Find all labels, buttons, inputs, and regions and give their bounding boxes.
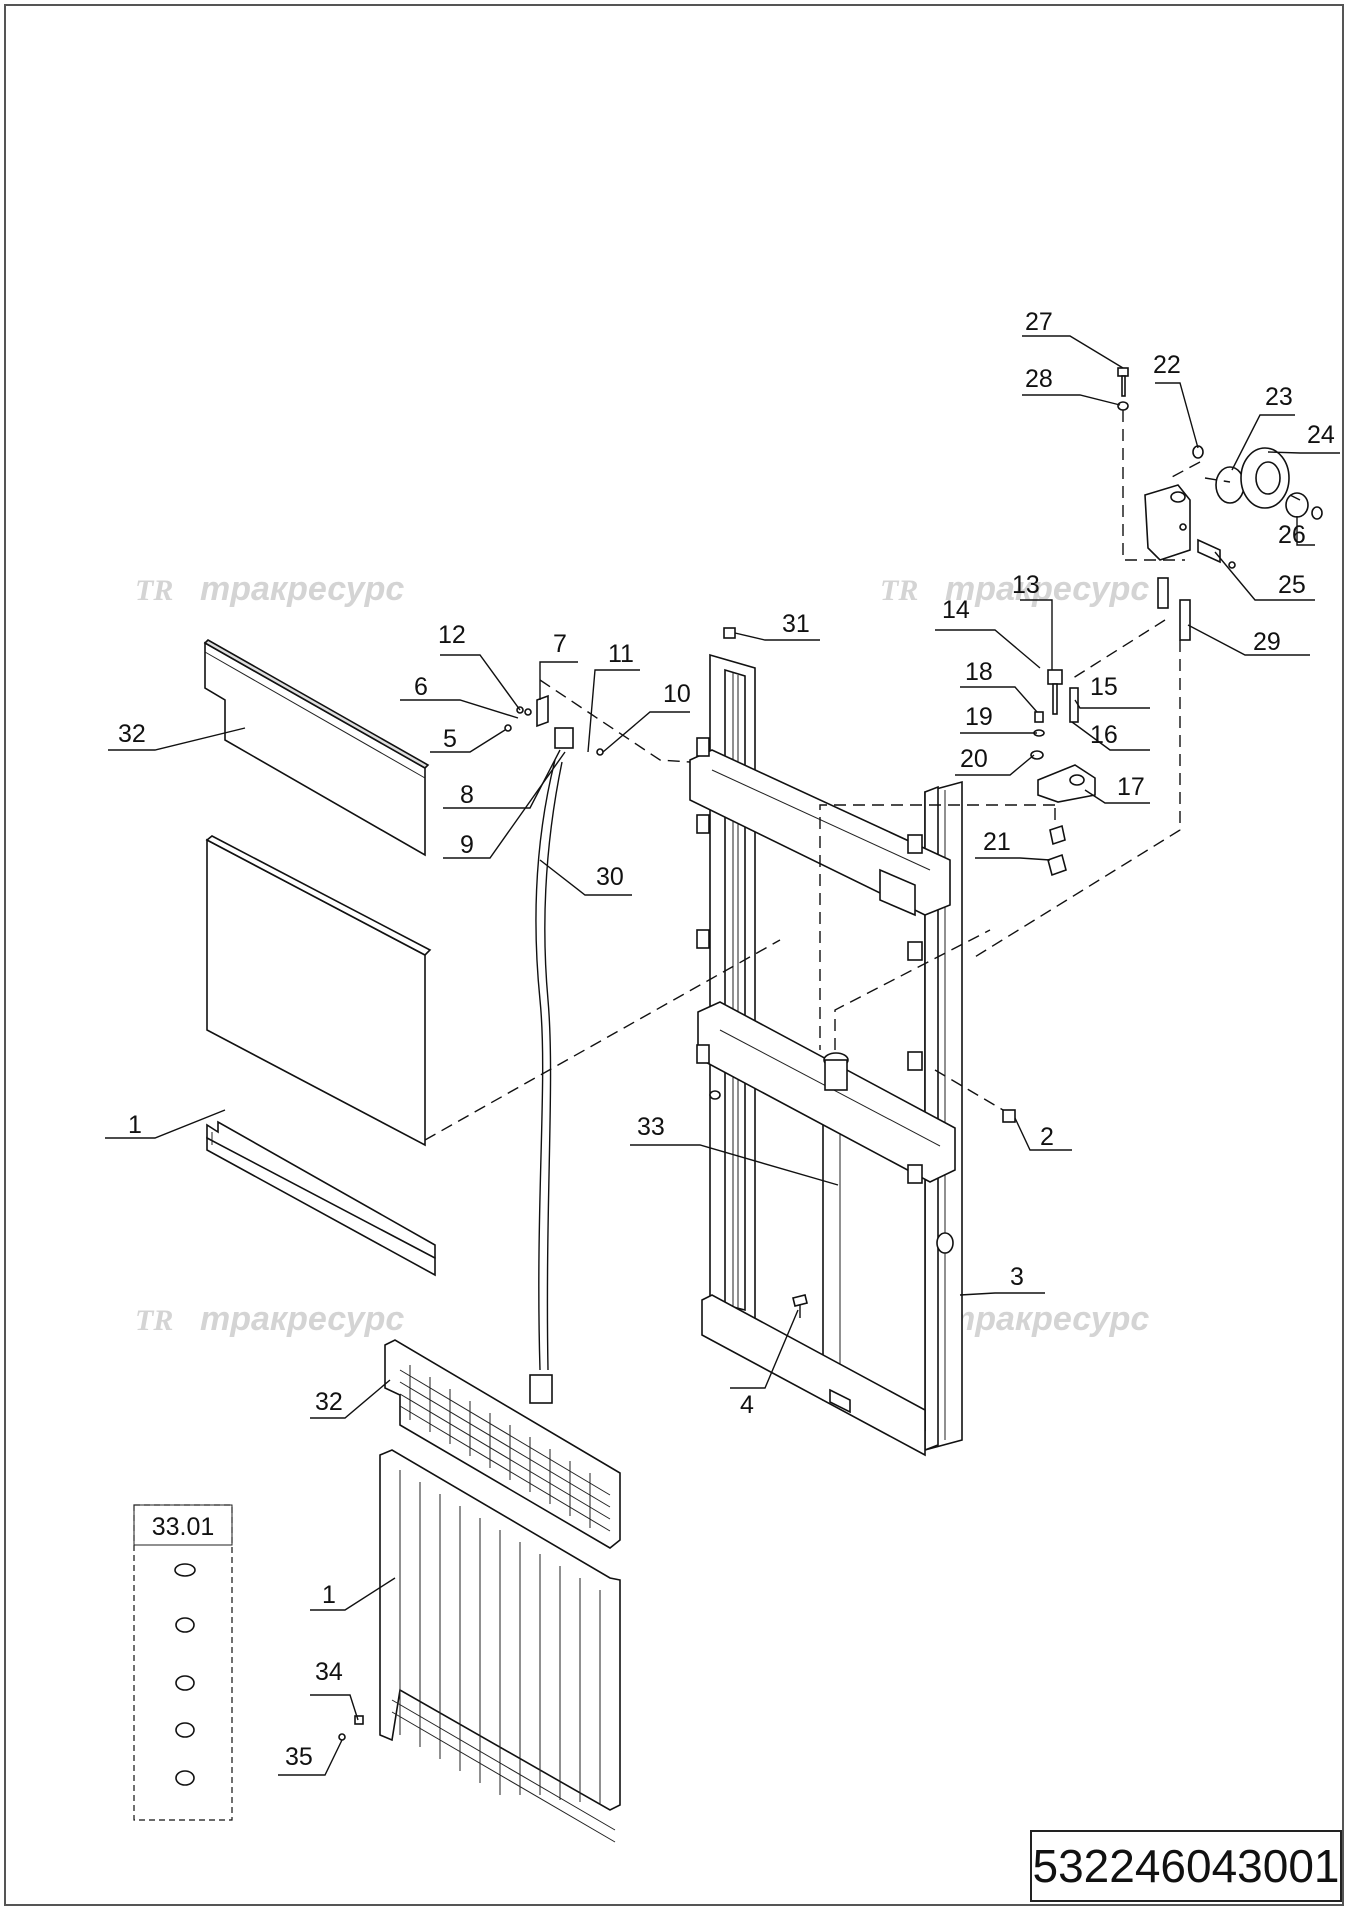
callout-28: 28 bbox=[1025, 365, 1053, 393]
callout-32-lower: 32 bbox=[315, 1388, 343, 1416]
callout-8: 8 bbox=[460, 781, 474, 809]
bolt-4 bbox=[792, 1294, 808, 1318]
grille-panel-32 bbox=[384, 1339, 621, 1549]
grille-panel-1 bbox=[379, 1449, 621, 1843]
clip-34-35 bbox=[338, 1715, 364, 1741]
callout-16: 16 bbox=[1090, 721, 1118, 749]
inset-label: 33.01 bbox=[152, 1513, 215, 1541]
inset-33-01: 33.01 bbox=[133, 1504, 233, 1821]
callout-4: 4 bbox=[740, 1391, 754, 1419]
svg-text:TR: TR bbox=[135, 1304, 173, 1337]
callout-5: 5 bbox=[443, 725, 457, 753]
nut-2 bbox=[1002, 1109, 1016, 1123]
callout-27: 27 bbox=[1025, 308, 1053, 336]
svg-text:TR: TR bbox=[135, 574, 173, 607]
svg-text:тракресурс: тракресурс bbox=[945, 1300, 1149, 1338]
callout-31: 31 bbox=[782, 610, 810, 638]
callout-15: 15 bbox=[1090, 673, 1118, 701]
cover-panel-1 bbox=[205, 835, 436, 1277]
callout-20: 20 bbox=[960, 745, 988, 773]
callout-23: 23 bbox=[1265, 383, 1293, 411]
callout-33: 33 bbox=[637, 1113, 665, 1141]
callout-10: 10 bbox=[663, 680, 691, 708]
watermark-2: TR тракресурс bbox=[880, 570, 1149, 608]
callout-35: 35 bbox=[285, 1743, 313, 1771]
connector bbox=[529, 1374, 553, 1404]
callout-32: 32 bbox=[118, 720, 146, 748]
callout-9: 9 bbox=[460, 831, 474, 859]
callout-19: 19 bbox=[965, 703, 993, 731]
callout-21: 21 bbox=[983, 828, 1011, 856]
callout-13: 13 bbox=[1012, 571, 1040, 599]
frame-33 bbox=[689, 653, 963, 1457]
watermark-3: TR тракресурс bbox=[135, 1300, 404, 1338]
svg-text:тракресурс: тракресурс bbox=[945, 570, 1149, 608]
watermark-1: TR тракресурс bbox=[135, 570, 404, 608]
drawing-frame bbox=[4, 4, 1344, 1906]
callout-26: 26 bbox=[1278, 521, 1306, 549]
svg-text:тракресурс: тракресурс bbox=[200, 570, 404, 608]
assembly-lines bbox=[424, 410, 1301, 1141]
callouts: 1 2 3 4 5 6 7 8 9 10 11 12 13 14 15 16 1… bbox=[105, 308, 1340, 1776]
callout-1: 1 bbox=[128, 1111, 142, 1139]
document-number: 532246043001 bbox=[1030, 1830, 1342, 1902]
callout-2: 2 bbox=[1040, 1123, 1054, 1151]
callout-22: 22 bbox=[1153, 351, 1181, 379]
callout-25: 25 bbox=[1278, 571, 1306, 599]
callout-24: 24 bbox=[1307, 421, 1335, 449]
callout-17: 17 bbox=[1117, 773, 1145, 801]
callout-14: 14 bbox=[942, 596, 970, 624]
cable-30 bbox=[535, 759, 556, 1371]
callout-11: 11 bbox=[608, 640, 634, 668]
callout-30: 30 bbox=[596, 863, 624, 891]
svg-text:тракресурс: тракресурс bbox=[200, 1300, 404, 1338]
callout-1-lower: 1 bbox=[322, 1581, 336, 1609]
callout-12: 12 bbox=[438, 621, 466, 649]
screw-31 bbox=[723, 627, 736, 639]
callout-3: 3 bbox=[1010, 1263, 1024, 1291]
callout-6: 6 bbox=[414, 673, 428, 701]
callout-18: 18 bbox=[965, 658, 993, 686]
tensioner-assembly bbox=[1030, 669, 1096, 877]
callout-7: 7 bbox=[553, 630, 567, 658]
callout-34: 34 bbox=[315, 1658, 343, 1686]
callout-29: 29 bbox=[1253, 628, 1281, 656]
svg-text:TR: TR bbox=[880, 574, 918, 607]
pulley-assembly bbox=[1117, 367, 1323, 641]
cover-panel-32 bbox=[203, 639, 430, 857]
